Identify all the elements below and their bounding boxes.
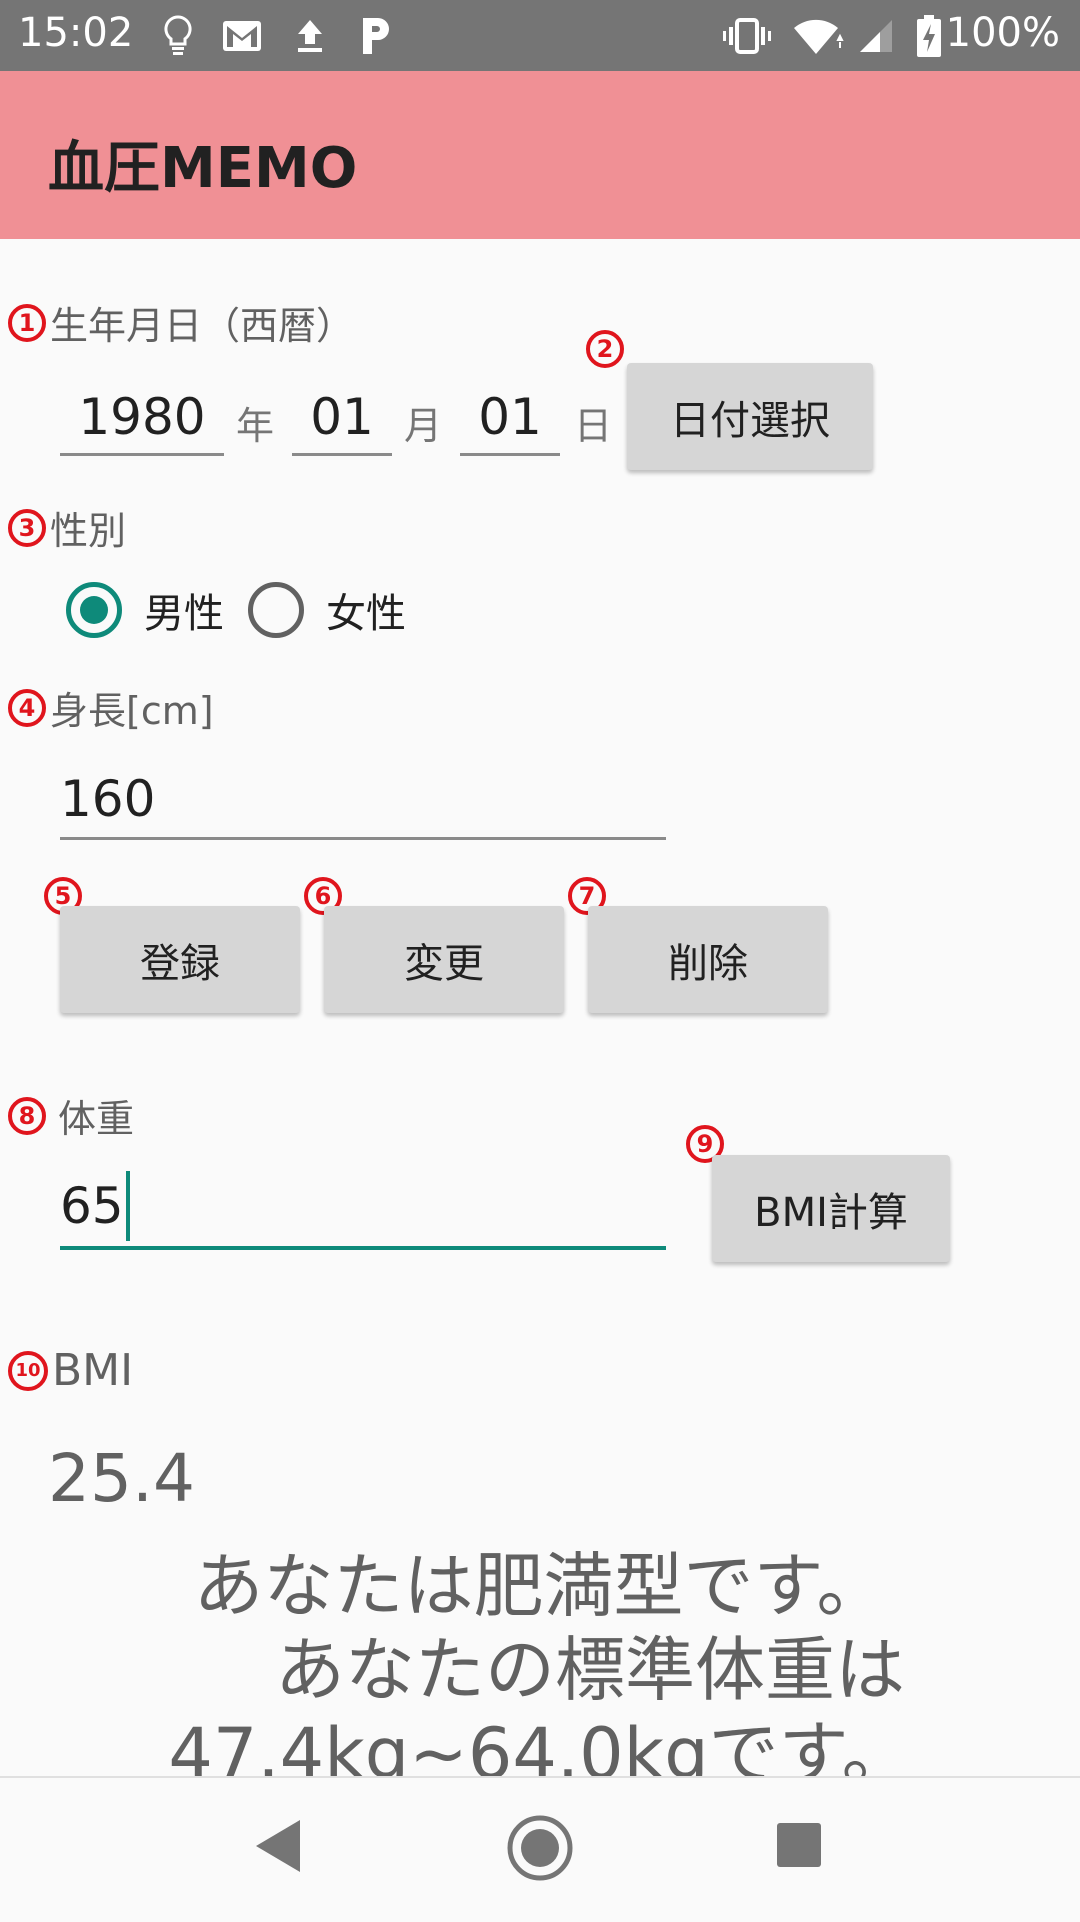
home-icon[interactable] [506, 1814, 574, 1882]
height-label-row: 4 身長[cm] [8, 680, 214, 735]
day-unit: 日 [574, 404, 613, 448]
gender-label-row: 3 性別 [8, 500, 126, 555]
marker-6: 6 [304, 877, 342, 915]
register-button[interactable]: 登録 [60, 906, 300, 1013]
marker-1: 1 [8, 303, 46, 342]
marker-9-wrap: 9 [686, 1125, 724, 1163]
marker-4: 4 [8, 688, 46, 727]
birthdate-label-row: 1 生年月日（西暦） [8, 295, 354, 350]
status-bar: 15:02 100% [0, 0, 1080, 71]
marker-7: 7 [568, 877, 606, 915]
weight-label: 体重 [58, 1097, 135, 1141]
marker-6-wrap: 6 [304, 877, 342, 915]
bmi-label: BMI [52, 1345, 134, 1396]
year-value: 1980 [78, 387, 206, 446]
height-label: 身長[cm] [50, 689, 214, 733]
year-unit: 年 [236, 404, 275, 448]
weight-value: 65 [60, 1177, 124, 1235]
marker-7-wrap: 7 [568, 877, 606, 915]
weight-label-row: 8 体重 [8, 1088, 134, 1143]
radio-male-dot [80, 596, 108, 624]
gender-label: 性別 [50, 509, 127, 553]
marker-2: 2 [586, 330, 624, 368]
select-date-button[interactable]: 日付選択 [627, 363, 873, 470]
gmail-icon [223, 21, 261, 51]
navigation-bar [0, 1776, 1080, 1922]
height-value: 160 [60, 769, 156, 828]
signal-icon [860, 20, 892, 52]
change-button[interactable]: 変更 [324, 906, 564, 1013]
birthdate-label: 生年月日（西暦） [50, 304, 355, 348]
status-time: 15:02 [18, 10, 134, 56]
day-field[interactable]: 01 [460, 380, 560, 456]
back-icon[interactable] [254, 1818, 304, 1874]
marker-8: 8 [8, 1096, 46, 1135]
bmi-message-line-2: あなたの標準体重は [275, 1629, 905, 1711]
radio-female-label: 女性 [326, 591, 406, 637]
recents-icon[interactable] [776, 1822, 822, 1868]
bmi-calc-button[interactable]: BMI計算 [712, 1155, 950, 1262]
bmi-message-line-1: あなたは肥満型です。 [193, 1545, 887, 1627]
delete-button[interactable]: 削除 [588, 906, 828, 1013]
month-field[interactable]: 01 [292, 380, 392, 456]
radio-female-button[interactable] [248, 582, 304, 638]
bmi-value: 25.4 [48, 1440, 195, 1517]
bmi-label-row: 10 BMI [8, 1345, 133, 1396]
day-value: 01 [478, 387, 542, 446]
app-title: 血圧MEMO [48, 136, 358, 201]
radio-female[interactable]: 女性 [248, 581, 406, 639]
lightbulb-icon [164, 15, 192, 55]
radio-male[interactable]: 男性 [66, 581, 224, 639]
year-field[interactable]: 1980 [60, 380, 224, 456]
upload-icon [298, 20, 322, 52]
battery-percentage: 100% [945, 10, 1060, 56]
vibrate-icon [723, 18, 771, 54]
marker-10: 10 [8, 1350, 48, 1391]
weight-field[interactable]: 65 [60, 1166, 666, 1250]
app-bar: 血圧MEMO [0, 71, 1080, 239]
marker-3: 3 [8, 508, 46, 547]
wifi-icon [794, 19, 844, 54]
month-unit: 月 [404, 404, 443, 448]
radio-male-button[interactable] [66, 582, 122, 638]
radio-male-label: 男性 [144, 591, 224, 637]
battery-charging-icon [917, 15, 941, 57]
marker-9: 9 [686, 1125, 724, 1163]
month-value: 01 [310, 387, 374, 446]
text-cursor [125, 1171, 130, 1241]
p-app-icon [363, 18, 389, 54]
marker-2-wrap: 2 [586, 330, 624, 368]
height-field[interactable]: 160 [60, 760, 666, 840]
